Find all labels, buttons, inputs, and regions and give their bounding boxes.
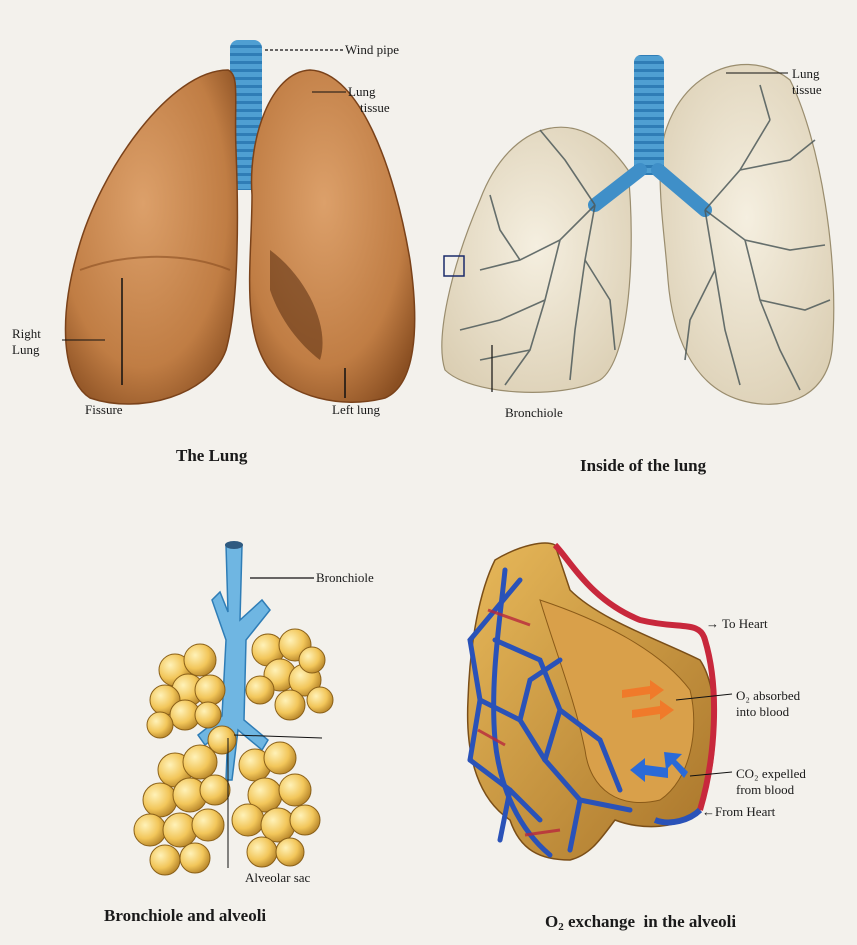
right-lung-label-b: Lung xyxy=(12,342,39,357)
bronchiole-label-bottom: Bronchiole xyxy=(505,405,563,420)
right-lung-label-a: Right xyxy=(12,326,41,341)
caption-bronchiole-alveoli: Bronchiole and alveoli xyxy=(104,906,266,926)
caption-the-lung: The Lung xyxy=(176,446,247,466)
o2-absorbed-label-a: O₂ absorbed xyxy=(736,688,800,703)
fissure-label: Fissure xyxy=(85,402,123,417)
wind-pipe-label: Wind pipe xyxy=(345,42,399,57)
alveoli-exchange-illustration xyxy=(468,543,732,860)
lung-tissue-label-1a: Lung xyxy=(348,84,375,99)
inner-right-lung xyxy=(442,127,631,392)
caption-o2-rest: exchange in the alveoli xyxy=(564,912,736,931)
co2-expelled-label-a: CO₂ expelled xyxy=(736,766,806,781)
lung-tissue-label-2a: Lung xyxy=(792,66,819,81)
bronchiole-alveoli-illustration xyxy=(134,541,333,875)
lung-tissue-label-2b: tissue xyxy=(792,82,822,97)
bronchiole-opening xyxy=(225,541,243,549)
caption-inside-lung: Inside of the lung xyxy=(580,456,706,476)
caption-o2-exchange: O2 exchange in the alveoli xyxy=(545,912,736,933)
caption-o2-prefix: O xyxy=(545,912,558,931)
inner-trachea xyxy=(634,55,664,175)
left-lung-label: Left lung xyxy=(332,402,380,417)
internal-lung-illustration xyxy=(442,55,834,404)
to-heart-label: → To Heart xyxy=(706,616,768,631)
bronchiole-label-top: Bronchiole xyxy=(316,570,374,585)
lung-tissue-label-1b: tissue xyxy=(360,100,390,115)
o2-absorbed-label-b: into blood xyxy=(736,704,789,719)
right-lung-shape xyxy=(66,70,238,404)
from-heart-label: ←From Heart xyxy=(702,804,775,819)
alveolar-sac-label: Alveolar sac xyxy=(245,870,310,885)
left-lung-shape xyxy=(250,70,415,402)
co2-expelled-label-b: from blood xyxy=(736,782,794,797)
